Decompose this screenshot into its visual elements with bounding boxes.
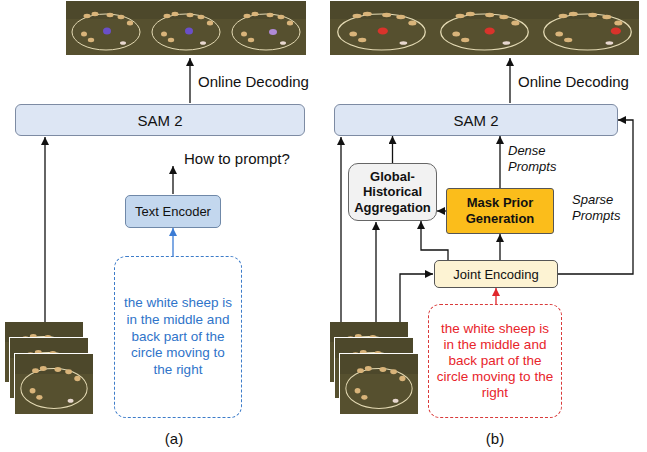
red-mask xyxy=(378,28,388,35)
node-text: the white sheep is in the middle and bac… xyxy=(121,295,235,379)
node-text: Joint Encoding xyxy=(453,267,538,282)
flow-arrow xyxy=(421,221,448,260)
prompt-label: Sparse Prompts xyxy=(572,192,628,223)
encoder-box: Text Encoder xyxy=(125,195,221,228)
output-frame xyxy=(433,1,536,55)
frame-image xyxy=(146,1,226,55)
model-box: SAM 2 xyxy=(334,104,618,136)
frame-edge xyxy=(15,354,93,414)
prompt-label: Dense Prompts xyxy=(508,143,566,174)
flow-arrow xyxy=(499,136,500,188)
purple-mask xyxy=(103,28,111,35)
decode-arrow xyxy=(189,58,190,103)
red-mask xyxy=(611,28,621,35)
node-text: Global-Historical Aggregation xyxy=(353,169,432,216)
flow-arrow xyxy=(495,288,496,304)
encoding-box: Joint Encoding xyxy=(434,260,558,288)
node-text: SAM 2 xyxy=(137,112,182,129)
frame-edge xyxy=(340,354,418,414)
text-query-box: the white sheep is in the middle and bac… xyxy=(428,304,562,418)
panel-label: (b) xyxy=(486,430,504,447)
text-query-box: the white sheep is in the middle and bac… xyxy=(114,256,242,418)
input-frame xyxy=(15,354,93,414)
model-box: SAM 2 xyxy=(15,104,305,136)
mask-prior-box: Mask Prior Generation xyxy=(446,188,554,234)
decoding-label: Online Decoding xyxy=(518,73,629,90)
flow-arrow xyxy=(437,210,446,211)
decode-arrow xyxy=(509,58,510,103)
node-text: Text Encoder xyxy=(135,204,211,219)
output-frame xyxy=(146,1,226,55)
flow-arrow xyxy=(172,228,173,256)
frames-arrow xyxy=(340,137,341,322)
frame-image xyxy=(433,1,536,55)
output-frame xyxy=(226,1,306,55)
frame-image xyxy=(536,1,639,55)
decoding-label: Online Decoding xyxy=(198,73,309,90)
flow-arrow xyxy=(392,136,393,163)
frame-image xyxy=(66,1,146,55)
purple-mask xyxy=(269,29,277,35)
frame-image xyxy=(226,1,306,55)
aggregation-box: Global-Historical Aggregation xyxy=(348,163,437,221)
output-frame xyxy=(330,1,433,55)
node-text: the white sheep is in the middle and bac… xyxy=(435,321,555,402)
frame-image xyxy=(330,1,433,55)
question-label: How to prompt? xyxy=(184,150,290,167)
frames-arrow xyxy=(44,137,45,322)
flow-arrow xyxy=(558,120,633,274)
frame-image xyxy=(15,354,93,414)
frames-arrow xyxy=(375,222,376,322)
panel-label: (a) xyxy=(165,430,183,447)
input-frame xyxy=(340,354,418,414)
frame-image xyxy=(340,354,418,414)
output-frame xyxy=(536,1,639,55)
flow-arrow xyxy=(499,234,500,260)
red-mask xyxy=(485,28,495,35)
node-text: Mask Prior Generation xyxy=(451,195,549,226)
output-frame xyxy=(66,1,146,55)
purple-mask xyxy=(185,28,193,35)
node-text: SAM 2 xyxy=(453,112,498,129)
prompt-arrow xyxy=(172,166,173,194)
